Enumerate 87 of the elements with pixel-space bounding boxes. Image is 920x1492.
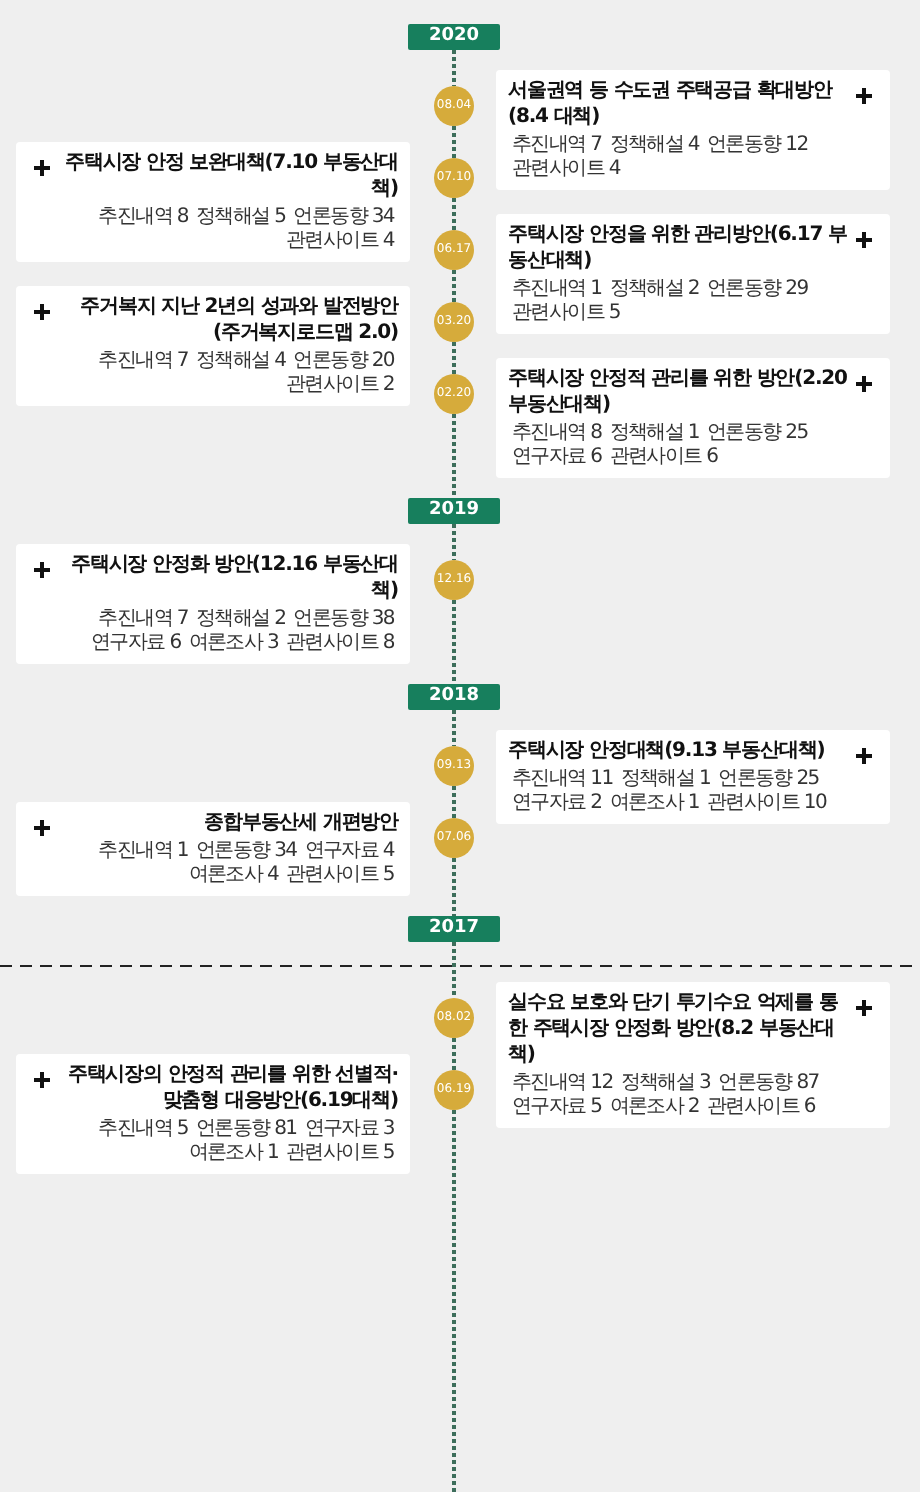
count-label: 관련사이트 10: [707, 792, 827, 816]
timeline-line: [452, 600, 456, 684]
count-label: 정책해설 4: [609, 134, 699, 158]
count-label: 추진내역 1: [512, 278, 602, 302]
card-title: 주택시장 안정대책(9.13 부동산대책): [508, 738, 827, 764]
policy-card: [496, 214, 890, 334]
timeline-line: [452, 524, 456, 560]
policy-card: [496, 982, 890, 1128]
timeline-line: [452, 414, 456, 498]
count-label: 언론동향 34: [293, 206, 394, 230]
policy-card: [16, 286, 410, 406]
count-label: 연구자료 6: [512, 446, 602, 470]
card-title: 주택시장 안정화 방안(12.16 부동산대책): [69, 552, 398, 604]
policy-card: [16, 142, 410, 262]
count-label: 언론동향 12: [707, 134, 808, 158]
count-label: 연구자료 5: [512, 1096, 602, 1120]
card-title: 주거복지 지난 2년의 성과와 발전방안 (주거복지로드맵 2.0): [78, 294, 398, 346]
count-label: 정책해설 2: [195, 608, 286, 632]
count-label: 추진내역 7: [98, 608, 188, 632]
count-label: 언론동향 25: [707, 422, 808, 446]
count-label: 추진내역 7: [512, 134, 602, 158]
count-label: 추진내역 7: [98, 350, 188, 374]
count-label: 관련사이트 4: [512, 158, 620, 182]
count-label: 관련사이트 6: [609, 446, 718, 470]
policy-card: [496, 70, 890, 190]
count-label: 정책해설 2: [609, 278, 699, 302]
count-label: 추진내역 5: [98, 1118, 188, 1142]
count-label: 연구자료 2: [512, 792, 602, 816]
year-badge: 2018: [408, 684, 500, 710]
year-badge: 2020: [408, 24, 500, 50]
count-label: 언론동향 29: [707, 278, 808, 302]
count-label: 정책해설 1: [620, 768, 711, 792]
count-label: 관련사이트 5: [286, 1142, 394, 1166]
count-label: 여론조사 1: [188, 1142, 279, 1166]
card-title: 서울권역 등 수도권 주택공급 확대방안(8.4 대책): [508, 78, 835, 130]
count-label: 언론동향 34: [195, 840, 297, 864]
count-label: 관련사이트 5: [286, 864, 394, 888]
count-label: 연구자료 3: [304, 1118, 394, 1142]
count-label: 관련사이트 5: [512, 302, 620, 326]
count-label: 연구자료 4: [304, 840, 394, 864]
policy-card: [496, 730, 890, 824]
card-title: 종합부동산세 개편방안: [202, 810, 398, 836]
timeline-line: [452, 710, 456, 746]
timeline-line: [452, 1038, 456, 1070]
count-label: 여론조사 2: [609, 1096, 699, 1120]
count-label: 추진내역 11: [512, 768, 613, 792]
count-label: 정책해설 3: [620, 1072, 711, 1096]
count-label: 연구자료 6: [91, 632, 181, 656]
count-label: 관련사이트 8: [286, 632, 394, 656]
timeline-line: [452, 342, 456, 374]
timeline-line: [452, 1110, 456, 1492]
count-label: 관련사이트 6: [707, 1096, 815, 1120]
count-label: 여론조사 4: [188, 864, 279, 888]
count-label: 추진내역 1: [98, 840, 188, 864]
count-label: 언론동향 20: [293, 350, 394, 374]
count-label: 추진내역 8: [512, 422, 602, 446]
policy-card: [16, 544, 410, 664]
count-label: 추진내역 8: [98, 206, 188, 230]
timeline-line: [452, 270, 456, 302]
timeline-line: [452, 198, 456, 230]
count-label: 관련사이트 4: [286, 230, 394, 254]
timeline-line: [452, 50, 456, 86]
count-label: 관련사이트 2: [286, 374, 394, 398]
count-label: 언론동향 81: [195, 1118, 297, 1142]
card-title: 주택시장의 안정적 관리를 위한 선별적·맞춤형 대응방안(6.19대책): [65, 1062, 398, 1114]
count-label: 여론조사 3: [188, 632, 279, 656]
timeline-line: [452, 942, 456, 998]
count-label: 추진내역 12: [512, 1072, 613, 1096]
year-badge: 2017: [408, 916, 500, 942]
timeline-line: [452, 786, 456, 818]
count-label: 여론조사 1: [609, 792, 699, 816]
policy-card: [496, 358, 890, 478]
count-label: 언론동향 38: [293, 608, 394, 632]
timeline-line: [452, 858, 456, 916]
card-title: 실수요 보호와 단기 투기수요 억제를 통한 주택시장 안정화 방안(8.2 부동산대책): [508, 990, 840, 1068]
card-title: 주택시장 안정을 위한 관리방안(6.17 부동산대책): [508, 222, 849, 274]
policy-card: [16, 1054, 410, 1174]
count-label: 정책해설 5: [195, 206, 286, 230]
count-label: 언론동향 87: [718, 1072, 819, 1096]
card-title: 주택시장 안정적 관리를 위한 방안(2.20 부동산대책): [508, 366, 849, 418]
policy-card: [16, 802, 410, 896]
count-label: 정책해설 1: [609, 422, 699, 446]
timeline-line: [452, 126, 456, 158]
card-title: 주택시장 안정 보완대책(7.10 부동산대책): [63, 150, 398, 202]
count-label: 언론동향 25: [718, 768, 819, 792]
year-badge: 2019: [408, 498, 500, 524]
count-label: 정책해설 4: [195, 350, 286, 374]
